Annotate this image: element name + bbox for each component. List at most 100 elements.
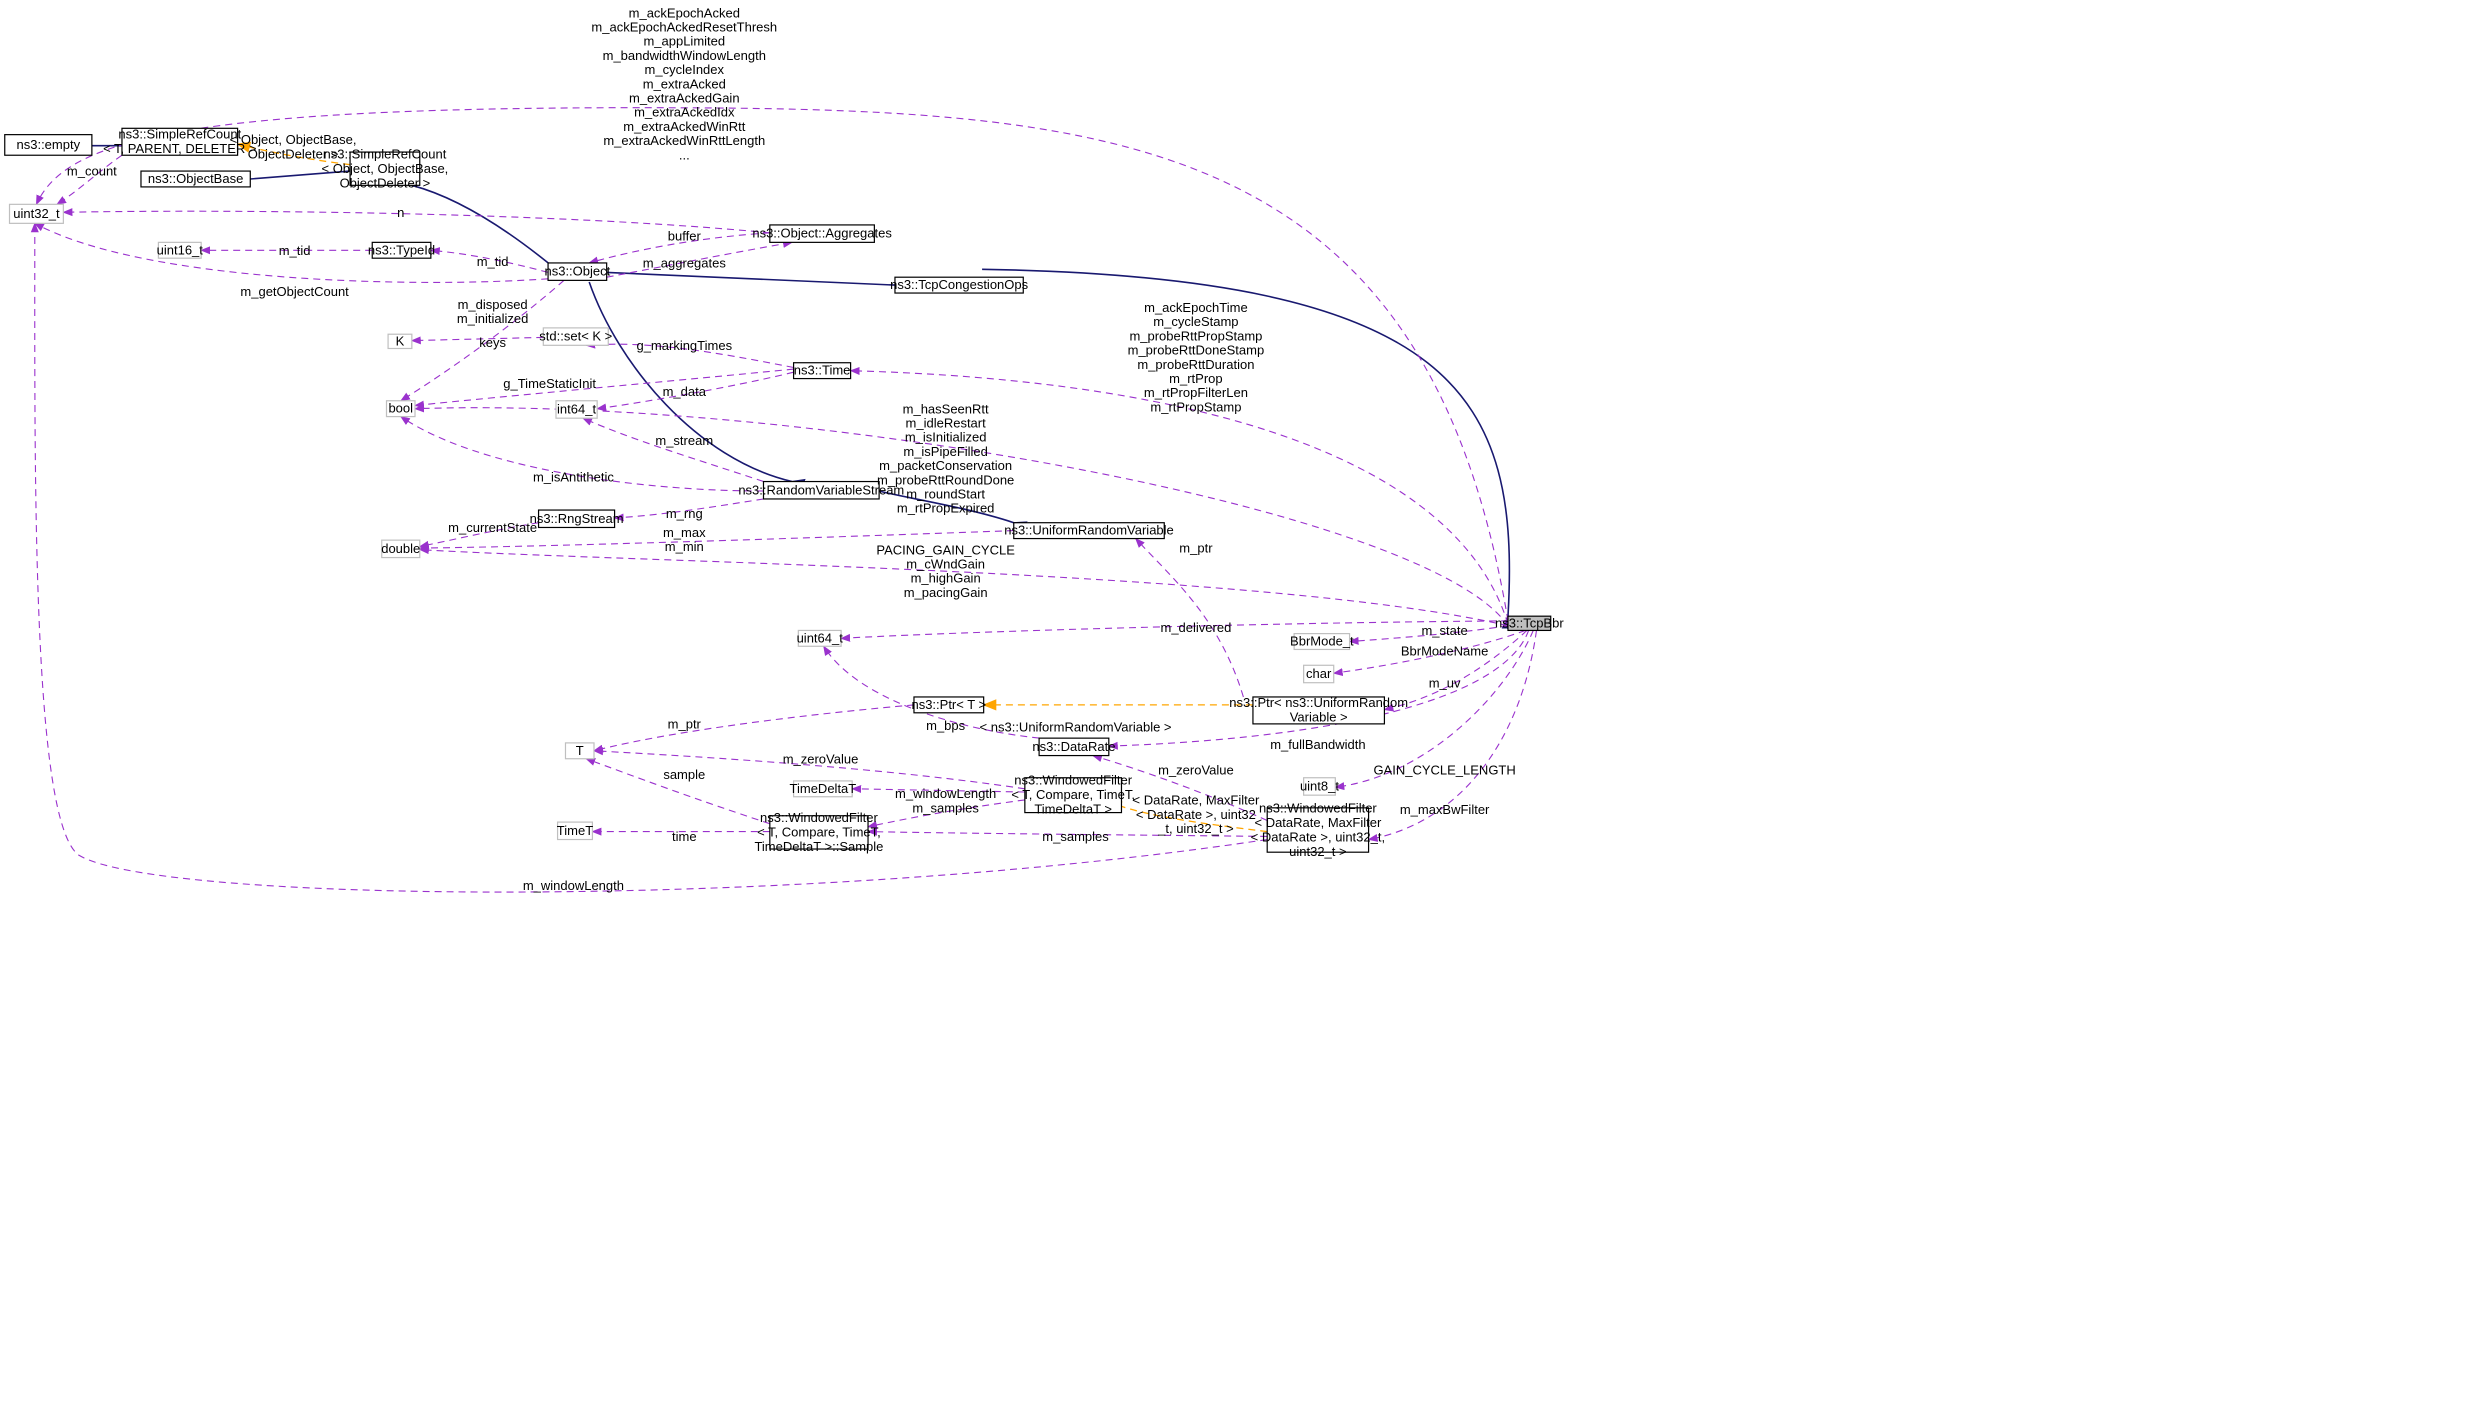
class-node-box — [762, 480, 880, 500]
class-node-K[interactable]: K — [387, 333, 413, 350]
class-node-uint32[interactable]: uint32_t — [8, 203, 64, 224]
edge-label-src_tmpl: < Object, ObjectBase,ObjectDeleter > — [230, 132, 357, 161]
class-node-int64[interactable]: int64_t — [555, 400, 598, 419]
usage-samples-dr-edge — [867, 827, 1268, 837]
class-node-setK[interactable]: std::set< K > — [539, 327, 612, 346]
class-node-box — [140, 170, 251, 188]
edge-label-bbr_uint32: m_ackEpochAckedm_ackEpochAckedResetThres… — [591, 5, 777, 162]
class-node-sample[interactable]: ns3::WindowedFilter< T, Compare, TimeT,T… — [754, 810, 883, 854]
class-node-objectbase[interactable]: ns3::ObjectBase — [140, 170, 251, 188]
edge-label-line: m_extraAckedWinRttLength — [603, 133, 765, 148]
edge-label-mptr_urv: m_ptr — [1179, 541, 1213, 556]
edge-label-line: sample — [663, 767, 705, 782]
class-node-ptrURV[interactable]: ns3::Ptr< ns3::UniformRandomVariable > — [1229, 695, 1408, 725]
class-node-rngstream[interactable]: ns3::RngStream — [530, 509, 624, 529]
edge-label-line: m_tid — [279, 243, 311, 258]
edge-label-rng: m_rng — [666, 506, 703, 521]
class-node-T[interactable]: T — [564, 742, 595, 760]
edge-label-keys: keys — [479, 335, 506, 350]
class-node-tcpbbr[interactable]: ns3::TcpBbr — [1495, 615, 1564, 632]
class-node-label: ns3::Ptr< ns3::UniformRandom — [1229, 695, 1408, 710]
class-node-label: ns3::SimpleRefCount — [118, 127, 241, 142]
class-node-box — [1252, 696, 1386, 725]
class-node-time[interactable]: ns3::Time — [792, 362, 852, 380]
class-node-box — [1038, 737, 1110, 757]
usage-gaincycle-edge — [1334, 630, 1534, 791]
class-node-label: ns3::RandomVariableStream — [738, 482, 904, 497]
class-node-label: < T, Compare, TimeT, — [757, 824, 881, 839]
edge-label-line: m_appLimited — [643, 34, 725, 49]
class-node-box — [792, 780, 853, 798]
edge-label-delivered: m_delivered — [1161, 620, 1232, 635]
class-node-label: ns3::Ptr< T > — [911, 697, 986, 712]
class-node-typeid[interactable]: ns3::TypeId — [368, 241, 435, 259]
edge-label-bbr_bool: m_hasSeenRttm_idleRestartm_isInitialized… — [877, 401, 1014, 515]
edge-labels-layer: m_ackEpochAckedm_ackEpochAckedResetThres… — [67, 5, 1516, 893]
class-node-label: ns3::TcpBbr — [1495, 615, 1564, 630]
class-node-simplerefcount_obj[interactable]: ns3::SimpleRefCount< Object, ObjectBase,… — [321, 146, 448, 190]
class-node-tcpcongops[interactable]: ns3::TcpCongestionOps — [890, 276, 1029, 294]
class-node-aggregates[interactable]: ns3::Object::Aggregates — [752, 224, 892, 243]
edge-label-line: m_ackEpochAckedResetThresh — [591, 20, 777, 35]
class-node-label: TimeDeltaT >::Sample — [754, 839, 883, 854]
usage-tid-object-edge — [429, 247, 549, 273]
class-node-object[interactable]: ns3::Object — [544, 262, 611, 281]
edge-label-line: m_ackEpochTime — [1144, 300, 1248, 315]
class-node-simplerefcount_t[interactable]: ns3::SimpleRefCount< T, PARENT, DELETER … — [103, 127, 256, 157]
edge-label-line: m_roundStart — [906, 487, 985, 502]
class-node-box — [797, 629, 842, 647]
usage-bbr-double-edge — [418, 546, 1509, 627]
class-node-wf_generic[interactable]: ns3::WindowedFilter< T, Compare, TimeT,T… — [1011, 773, 1135, 817]
class-node-timedeltat[interactable]: TimeDeltaT — [790, 780, 857, 798]
edge-label-tid_object: m_tid — [477, 254, 509, 269]
class-node-box — [8, 203, 64, 224]
class-node-empty[interactable]: ns3::empty — [4, 134, 93, 156]
class-node-label: < Object, ObjectBase, — [321, 161, 448, 176]
class-node-ptrT[interactable]: ns3::Ptr< T > — [911, 696, 986, 714]
edge-label-line: time — [672, 829, 697, 844]
class-node-box — [564, 742, 595, 760]
edge-label-line: m_rtProp — [1169, 371, 1222, 386]
edge-label-line: < ns3::UniformRandomVariable > — [980, 720, 1172, 735]
class-node-box — [1013, 522, 1165, 540]
class-node-rvstream[interactable]: ns3::RandomVariableStream — [738, 480, 904, 500]
edge-label-line: m_extraAckedGain — [629, 91, 740, 106]
class-node-uint64[interactable]: uint64_t — [797, 629, 844, 647]
class-node-uint8[interactable]: uint8_t — [1300, 777, 1339, 796]
class-node-bbrmode[interactable]: BbrMode_t — [1290, 632, 1354, 651]
edge-label-mdata: m_data — [663, 384, 707, 399]
edge-label-line: m_windowLength — [523, 878, 624, 893]
edge-label-timestatic: g_TimeStaticInit — [503, 376, 596, 391]
inherit-tcpcongops-tcpbbr-edge — [982, 268, 1513, 630]
edge-label-line: m_rtPropExpired — [897, 501, 995, 516]
class-node-label: bool — [388, 401, 413, 416]
class-node-box — [556, 821, 594, 841]
class-node-timet[interactable]: TimeT — [556, 821, 594, 841]
edge-label-line: m_samples — [1042, 829, 1109, 844]
class-node-urv[interactable]: ns3::UniformRandomVariable — [1004, 522, 1174, 540]
class-node-box — [371, 241, 432, 259]
edge-label-aggregates: m_aggregates — [643, 256, 727, 271]
usage-keys-edge — [410, 336, 544, 345]
class-node-double[interactable]: double — [381, 539, 421, 559]
class-node-datarate[interactable]: ns3::DataRate — [1032, 737, 1116, 757]
edge-label-sample: sample — [663, 767, 705, 782]
class-node-char[interactable]: char — [1303, 664, 1335, 684]
class-node-label: BbrMode_t — [1290, 634, 1354, 649]
edge-label-line: m_hasSeenRtt — [903, 401, 989, 416]
edge-label-stream: m_stream — [655, 433, 713, 448]
edge-label-line: m_highGain — [911, 571, 981, 586]
template-simplerefcount-edge — [236, 141, 351, 166]
class-node-uint16[interactable]: uint16_t — [157, 241, 204, 259]
edge-label-line: < DataRate, MaxFilter — [1133, 793, 1260, 808]
class-node-bool[interactable]: bool — [385, 400, 416, 418]
class-node-wf_dr[interactable]: ns3::WindowedFilter< DataRate, MaxFilter… — [1251, 800, 1385, 859]
edge-label-line: g_TimeStaticInit — [503, 376, 596, 391]
edge-label-line: m_rtPropStamp — [1150, 399, 1241, 414]
class-node-box — [349, 151, 421, 186]
class-node-box — [769, 224, 875, 243]
edge-label-line: m_count — [67, 164, 117, 179]
edge-label-maxbw: m_maxBwFilter — [1400, 802, 1490, 817]
